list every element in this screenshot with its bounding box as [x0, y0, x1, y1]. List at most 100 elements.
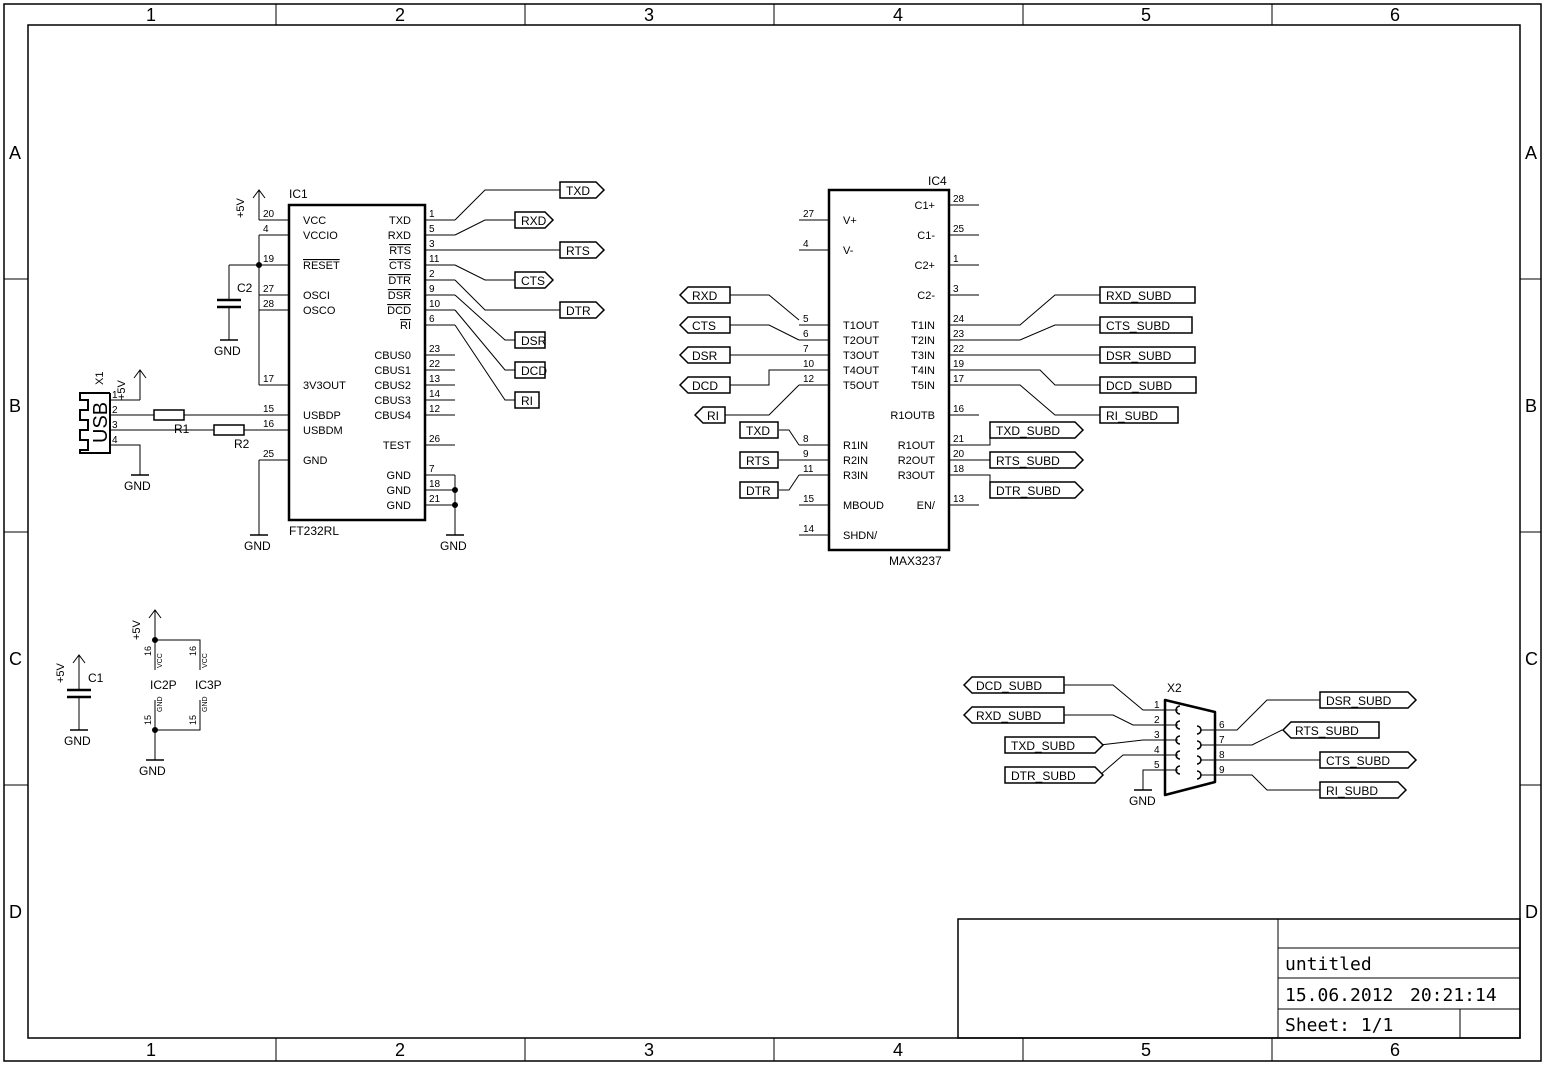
ic-pin-name: VCCIO [303, 230, 338, 242]
frame-col-label: 2 [395, 1040, 405, 1060]
capacitor-c1: +5V C1 GND [55, 654, 104, 748]
frame-col-label: 1 [146, 5, 156, 25]
net-label-text: CTS_SUBD [1106, 319, 1170, 333]
ic-pin-name: USBDP [303, 410, 341, 422]
net-label-flag [559, 181, 606, 199]
db9-pin-number: 5 [1154, 760, 1160, 771]
ic-pin-name: SHDN/ [843, 530, 878, 542]
c2-gnd-label: GND [214, 344, 241, 358]
net-label-flag [559, 241, 606, 259]
ic-pin-number: 12 [429, 404, 441, 415]
ic-pin-name: C2+ [915, 260, 936, 272]
r2-label: R2 [234, 437, 250, 451]
date-text: 15.06.2012 [1285, 985, 1393, 1006]
usb-pin-number: 1 [112, 390, 118, 401]
title-text: untitled [1285, 954, 1372, 975]
ic-pin-number: 7 [429, 464, 435, 475]
ic-pin-number: 6 [429, 314, 435, 325]
ic-pin-number: 13 [429, 374, 441, 385]
ic-pin-number: 21 [429, 494, 441, 505]
frame-row-label: B [1525, 396, 1537, 416]
net-label-flag [678, 346, 731, 364]
net-label-flag [514, 211, 555, 229]
frame-col-label: 5 [1141, 1040, 1151, 1060]
ic2p-gnd-name: GND [157, 696, 164, 712]
net-label-text: RXD_SUBD [976, 709, 1042, 723]
ic-pin-number: 15 [263, 404, 275, 415]
ic4-ref: IC4 [928, 174, 947, 188]
ic-pin-number: 8 [803, 434, 809, 445]
ic-pin-number: 10 [429, 299, 441, 310]
ic-pin-name: V- [843, 245, 854, 257]
frame-row-label: D [1525, 902, 1538, 922]
ic-pin-number: 27 [803, 209, 815, 220]
frame-col-label: 3 [644, 1040, 654, 1060]
c2-label: C2 [237, 281, 253, 295]
ic4-max3237[interactable]: IC4 MAX3237 27V+4V-5T1OUT6T2OUT7T3OUT10T… [799, 174, 979, 568]
ic4-part: MAX3237 [889, 554, 942, 568]
db9-pin-number: 1 [1154, 700, 1160, 711]
ic-pin-number: 22 [429, 359, 441, 370]
net-label-text: DTR [566, 304, 591, 318]
net-label-text: RI [707, 409, 719, 423]
net-label-text: RTS_SUBD [1295, 724, 1359, 738]
ic-pin-number: 3 [953, 284, 959, 295]
ic-pin-number: 2 [429, 269, 435, 280]
ic2p-vcc-name: VCC [157, 653, 164, 668]
ic3p-vcc-name: VCC [202, 653, 209, 668]
ic-pin-name: R1OUTB [890, 410, 935, 422]
net-label-text: DSR_SUBD [1326, 694, 1392, 708]
ic-pin-number: 19 [953, 359, 965, 370]
ic-pin-name: EN/ [917, 500, 936, 512]
net-label-flag [1099, 316, 1193, 334]
ic1-support-wiring: +5V C2 GND GND GND [214, 189, 467, 553]
usb-pin-number: 3 [112, 420, 118, 431]
ic-pin-name: T4IN [911, 365, 935, 377]
ic-pin-number: 12 [803, 374, 815, 385]
ic-pin-number: 28 [263, 299, 275, 310]
c1-label: C1 [88, 671, 104, 685]
ic-pin-name: CBUS1 [374, 365, 411, 377]
net-label-text: RXD_SUBD [1106, 289, 1172, 303]
ic-pin-name: T2OUT [843, 335, 879, 347]
sheet-number-text: Sheet: 1/1 [1285, 1015, 1393, 1036]
ic-pin-name: T5OUT [843, 380, 879, 392]
net-label-text: CTS [521, 274, 545, 288]
ic-pin-name: RTS [389, 245, 411, 257]
ic-pin-name: R3IN [843, 470, 868, 482]
net-label-text: RI_SUBD [1326, 784, 1378, 798]
net-label-text: TXD_SUBD [1011, 739, 1075, 753]
ic-pin-name: TXD [389, 215, 411, 227]
net-label-text: RI [521, 394, 533, 408]
ic-pin-name: OSCI [303, 290, 330, 302]
net-label-flag [1004, 736, 1105, 754]
net-label-text: TXD [566, 184, 590, 198]
ic1-ft232rl[interactable]: IC1 FT232RL 20VCC4VCCIO19RESET27OSCI28OS… [259, 187, 455, 538]
ic-pin-name: MBOUD [843, 500, 884, 512]
ic-pin-number: 16 [263, 419, 275, 430]
db9-pin-contact [1196, 725, 1202, 735]
net-label-flag [962, 676, 1065, 694]
net-label-flag [514, 391, 540, 409]
net-label-text: CTS_SUBD [1326, 754, 1390, 768]
ic-pin-name: CBUS2 [374, 380, 411, 392]
ic-pin-name: R1IN [843, 440, 868, 452]
net-label-flag [1281, 721, 1380, 739]
usb-pin-number: 2 [112, 405, 118, 416]
ic-pin-number: 1 [429, 209, 435, 220]
ic-pin-number: 21 [953, 434, 965, 445]
ic2p-label: IC2P [150, 678, 177, 692]
r1-label: R1 [174, 422, 190, 436]
usb-gnd-label: GND [124, 479, 151, 493]
ic-pin-name: RESET [303, 260, 340, 272]
ic-pin-name: TEST [383, 440, 411, 452]
ic2p-vcc-label: +5V [131, 619, 143, 640]
ic-pin-number: 9 [803, 449, 809, 460]
frame-row-label: A [9, 143, 21, 163]
ic-pin-name: DCD [387, 305, 411, 317]
ic-pin-number: 6 [803, 329, 809, 340]
net-label-text: TXD [746, 424, 770, 438]
